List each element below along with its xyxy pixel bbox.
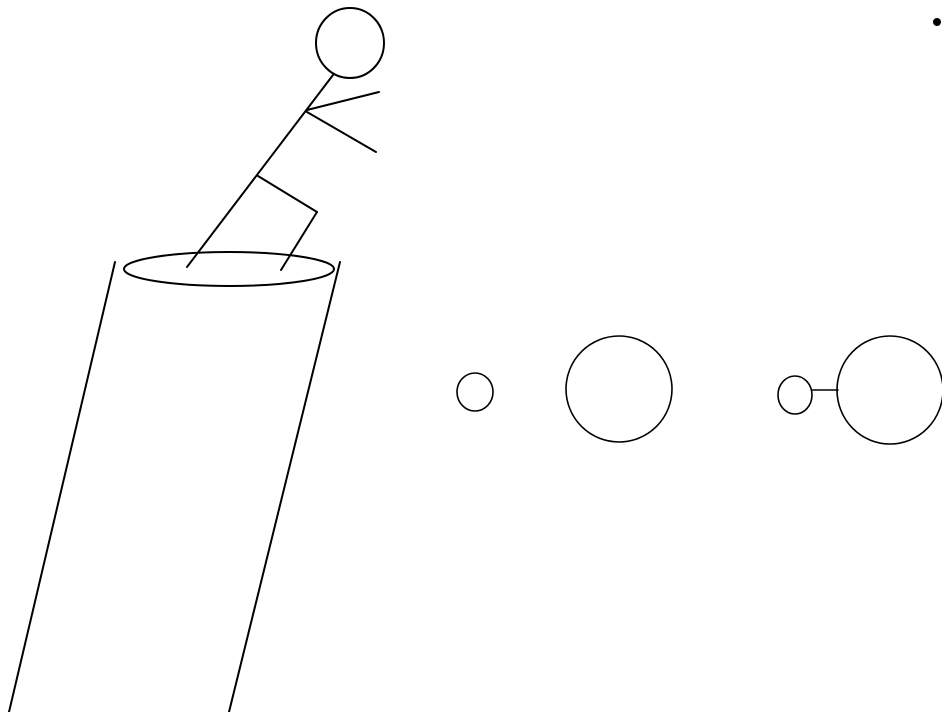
- stick-figure-thigh: [258, 176, 317, 212]
- small-circle-1: [457, 373, 493, 411]
- stick-figure-neck-body: [187, 75, 333, 267]
- top-right-dot: [933, 18, 941, 26]
- pipe-top-opening: [124, 252, 334, 286]
- pipe-left-edge: [9, 262, 115, 712]
- circle-group: [457, 336, 942, 444]
- small-circle-2: [778, 376, 812, 414]
- stick-figure-arm-lower: [307, 112, 376, 152]
- large-circle-1: [566, 336, 672, 442]
- pipe: [9, 252, 340, 712]
- stick-figure-head: [316, 8, 384, 78]
- pipe-right-edge: [229, 262, 340, 712]
- stick-figure-shin: [281, 212, 317, 270]
- large-circle-2: [837, 336, 942, 444]
- stick-figure: [187, 8, 384, 270]
